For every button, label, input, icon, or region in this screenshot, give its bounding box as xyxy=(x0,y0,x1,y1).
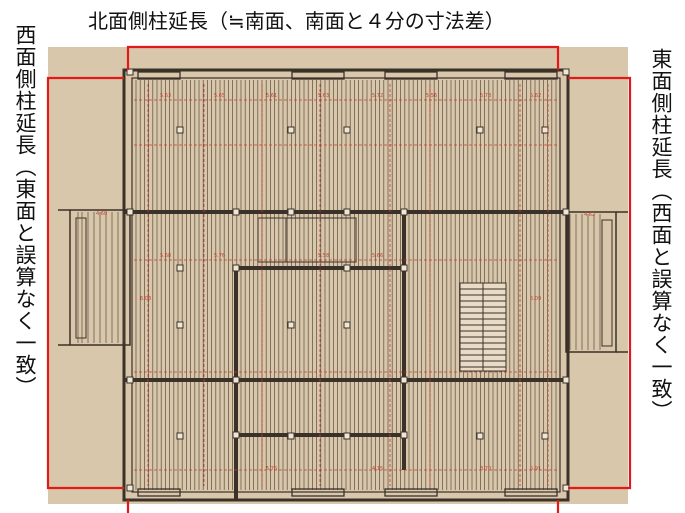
east-bracket xyxy=(568,76,632,490)
east-label: 東面側柱延長（西面と誤算なく一致） xyxy=(649,48,673,422)
column xyxy=(562,68,570,76)
column xyxy=(562,376,570,384)
dimension-value: 4.62 xyxy=(584,212,595,218)
columns xyxy=(126,68,570,492)
column xyxy=(287,126,295,134)
dimension-value: 5.62 xyxy=(530,93,541,99)
column xyxy=(232,376,240,384)
column xyxy=(232,264,240,272)
column xyxy=(400,264,408,272)
dimension-values: 5.63 5.65 5.61 5.63 5.72 5.56 5.73 5.62 5.68 5.76… xyxy=(96,93,595,472)
annotation-brackets xyxy=(46,45,632,513)
column xyxy=(126,484,134,492)
column xyxy=(343,432,351,440)
column xyxy=(343,208,351,216)
north-bracket xyxy=(126,45,560,70)
column xyxy=(126,376,134,384)
column xyxy=(541,432,549,440)
east-wing xyxy=(565,211,628,353)
dimension-value: 3.70 xyxy=(480,466,491,472)
column xyxy=(176,126,184,134)
dimension-value: 6.08 xyxy=(140,296,151,302)
west-bracket xyxy=(46,76,124,490)
column xyxy=(176,264,184,272)
dimension-value: 5.73 xyxy=(480,93,491,99)
dimension-value: 5.58 xyxy=(318,253,329,259)
floor-boards xyxy=(77,80,601,490)
dimension-value: 4.15 xyxy=(372,466,383,472)
north-label: 北面側柱延長（≒南面、南面と４分の寸法差） xyxy=(88,9,505,33)
column xyxy=(126,68,134,76)
dimension-value: 5.75 xyxy=(266,466,277,472)
dimension-value: 5.68 xyxy=(160,253,171,259)
column xyxy=(343,321,351,329)
column xyxy=(126,208,134,216)
column xyxy=(176,432,184,440)
column xyxy=(343,264,351,272)
column xyxy=(476,432,484,440)
column xyxy=(343,126,351,134)
dimension-value: 4.60 xyxy=(96,211,107,217)
dimension-value: 5.65 xyxy=(214,93,225,99)
column xyxy=(232,208,240,216)
column xyxy=(287,432,295,440)
dimension-value: 6.09 xyxy=(530,296,541,302)
column xyxy=(287,321,295,329)
stair-east xyxy=(459,282,507,372)
west-wing xyxy=(58,209,131,346)
grilles xyxy=(137,71,558,497)
stair-west xyxy=(257,217,357,263)
dimension-value: 5.72 xyxy=(372,93,383,99)
column xyxy=(476,126,484,134)
column xyxy=(400,376,408,384)
dimension-value: 5.61 xyxy=(266,93,277,99)
west-label: 西面側柱延長（東面と誤算なく一致） xyxy=(13,24,37,398)
column xyxy=(176,321,184,329)
dimension-value: 5.63 xyxy=(160,93,171,99)
dimension-value: 5.91 xyxy=(530,466,541,472)
inner-wall xyxy=(131,77,561,493)
column xyxy=(232,431,240,439)
dimension-value: 5.66 xyxy=(372,253,383,259)
column xyxy=(541,126,549,134)
dimension-lines xyxy=(134,84,558,486)
column xyxy=(287,208,295,216)
dimension-value: 5.76 xyxy=(214,253,225,259)
dimension-value: 5.63 xyxy=(318,93,329,99)
column xyxy=(400,208,408,216)
column xyxy=(400,431,408,439)
column xyxy=(562,208,570,216)
dimension-value: 5.56 xyxy=(426,93,437,99)
